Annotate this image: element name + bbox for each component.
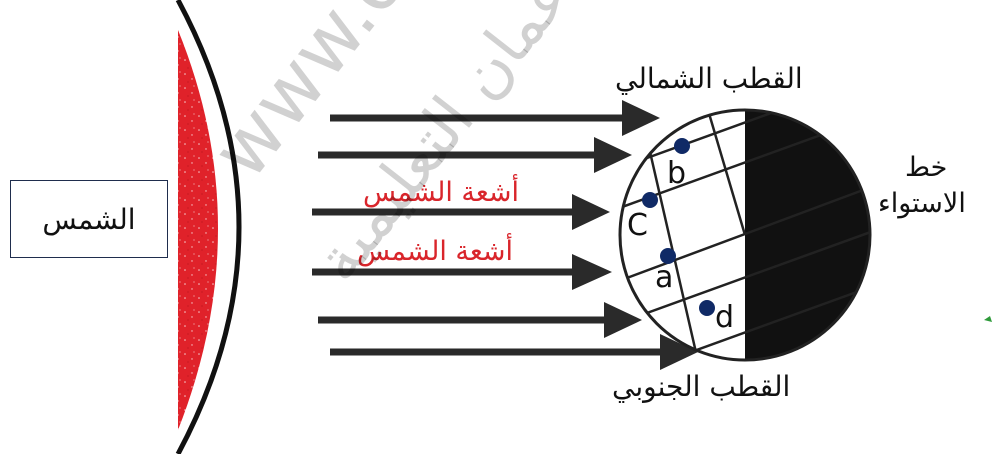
north-pole-label: القطب الشمالي bbox=[615, 62, 803, 95]
point-b-dot bbox=[674, 138, 690, 154]
point-c-dot bbox=[642, 192, 658, 208]
sun-label-box: الشمس bbox=[10, 180, 168, 258]
latitude-line-4 bbox=[620, 278, 870, 360]
point-d-dot bbox=[699, 300, 715, 316]
point-c-label: C bbox=[627, 208, 648, 243]
ray-label-2: أشعة الشمس bbox=[357, 236, 514, 267]
point-a-label: a bbox=[655, 260, 674, 295]
equator-label-line2: الاستواء bbox=[878, 188, 966, 219]
axis-line bbox=[706, 110, 747, 236]
ray-arrowhead-6 bbox=[660, 334, 698, 370]
south-pole-label: القطب الجنوبي bbox=[612, 370, 791, 403]
point-b-label: b bbox=[667, 156, 687, 191]
equator-label-line1: خط bbox=[905, 152, 948, 183]
sun-label: الشمس bbox=[42, 202, 136, 236]
green-mark-icon bbox=[984, 316, 992, 322]
ray-arrowhead-4 bbox=[572, 254, 612, 290]
ray-arrowhead-3 bbox=[572, 194, 610, 230]
earth bbox=[618, 108, 872, 362]
ray-arrowhead-1 bbox=[622, 100, 660, 136]
ray-label-1: أشعة الشمس bbox=[363, 177, 520, 208]
sun-rays bbox=[312, 100, 698, 370]
point-d-label: d bbox=[715, 300, 735, 335]
point-a-dot bbox=[660, 248, 676, 264]
ray-arrowhead-5 bbox=[604, 302, 642, 338]
ray-arrowhead-2 bbox=[594, 137, 632, 173]
